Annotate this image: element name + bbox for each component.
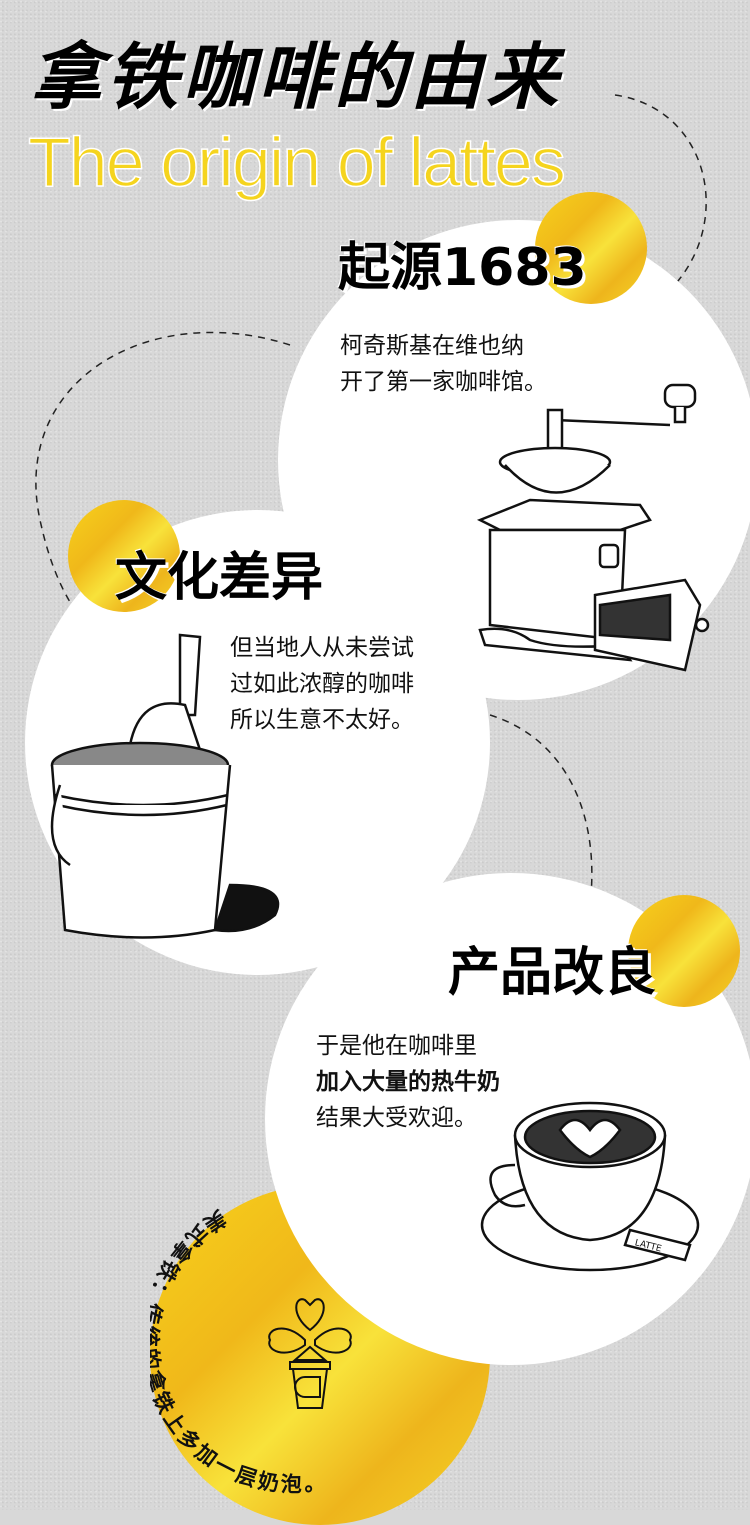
section-3-text: 于是他在咖啡里 加入大量的热牛奶 结果大受欢迎。: [316, 1028, 500, 1136]
section-2-text: 但当地人从未尝试 过如此浓醇的咖啡 所以生意不太好。: [230, 630, 414, 738]
clover-cup-logo-icon: [268, 1298, 352, 1409]
section-3-accent-dot: [628, 895, 740, 1007]
subtitle: The origin of lattes: [27, 122, 566, 202]
text-line: 开了第一家咖啡馆。: [340, 369, 547, 395]
section-1-text: 柯奇斯基在维也纳 开了第一家咖啡馆。: [340, 328, 547, 400]
text-line: 所以生意不太好。: [230, 707, 414, 733]
text-line-bold: 加入大量的热牛奶: [316, 1069, 500, 1095]
text-line: 但当地人从未尝试: [230, 635, 414, 661]
section-1-accent-dot: [535, 192, 647, 304]
text-line: 柯奇斯基在维也纳: [340, 333, 524, 359]
text-line: 过如此浓醇的咖啡: [230, 671, 414, 697]
page-title: 拿铁咖啡的由来: [30, 35, 563, 119]
section-3-heading: 产品改良: [448, 943, 657, 1003]
section-2-accent-dot: [68, 500, 180, 612]
text-line: 于是他在咖啡里: [316, 1033, 477, 1059]
text-line: 结果大受欢迎。: [316, 1105, 477, 1131]
section-1-heading: 起源1683: [338, 238, 587, 298]
latte-cup-illustration: LATTE: [480, 1101, 700, 1272]
coffee-bean-bucket-illustration: [50, 633, 280, 939]
section-2-heading: 文化差异: [115, 548, 324, 608]
coffee-grinder-illustration: [476, 383, 710, 672]
